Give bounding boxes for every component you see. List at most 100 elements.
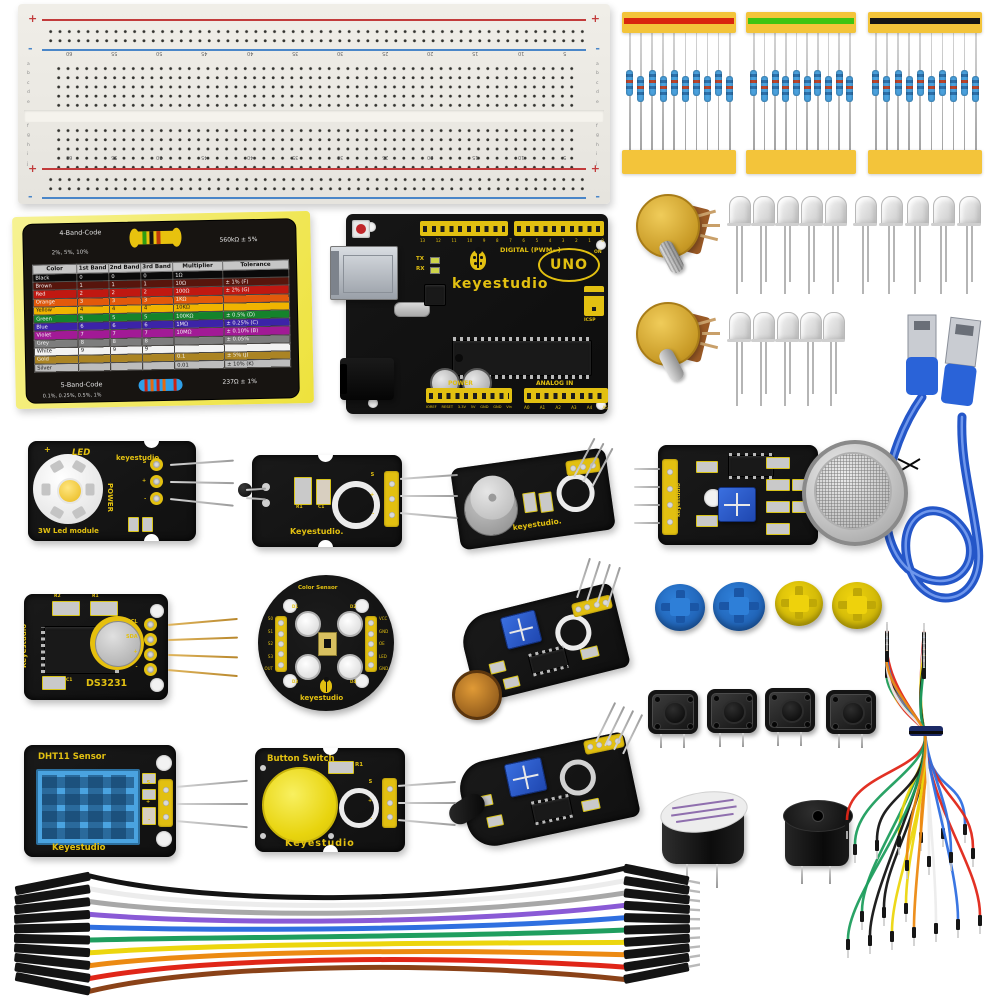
jumper-pin	[972, 859, 974, 867]
header-pin	[634, 468, 660, 470]
tape-bottom	[746, 150, 856, 174]
pin-label: -	[370, 816, 373, 822]
jumper-pin	[920, 843, 922, 851]
button-pin	[660, 734, 662, 748]
bb-rail-holes	[44, 25, 584, 46]
jumper-pin	[846, 831, 848, 839]
resistor	[637, 76, 645, 102]
module-title: Color Sensor	[298, 585, 338, 591]
resistor	[715, 70, 723, 96]
tape-bottom	[868, 150, 982, 174]
resistor-lead	[795, 32, 798, 162]
pad-hole	[386, 800, 393, 806]
header-pin	[167, 669, 238, 678]
digital-pin-label: 2	[575, 238, 578, 243]
color-pin-label: VCC	[379, 616, 388, 621]
button-cap	[775, 581, 823, 627]
pad-hole	[162, 813, 169, 820]
jumper-tip	[905, 860, 909, 871]
header-pin	[175, 779, 248, 788]
led-lead	[862, 226, 864, 294]
resistor-lead	[838, 32, 840, 162]
resistor-code-card: 4-Band-Code 2%, 5%, 10% 560kΩ ± 5% Color…	[22, 218, 300, 404]
cap-hub	[728, 596, 750, 616]
button-corner-dot	[832, 696, 839, 703]
resistor-strip	[622, 12, 736, 174]
chip-die	[324, 639, 331, 648]
vibration-disc	[452, 670, 502, 720]
resistor-band	[162, 378, 166, 392]
bb-minus-sign: -	[595, 42, 600, 55]
resistor-lead	[753, 32, 755, 162]
led-clear	[727, 196, 751, 298]
pad-hole	[368, 651, 374, 658]
power-pin-label: RESET	[441, 405, 454, 409]
button-corner-dot	[713, 695, 720, 702]
jumper-pin	[957, 930, 959, 938]
bb-number: 15	[472, 50, 479, 56]
resistor	[916, 70, 924, 96]
brand-label: Keyestudio.	[290, 527, 344, 536]
led-flange	[775, 339, 799, 342]
led-dome	[753, 312, 775, 342]
led-flange	[727, 339, 751, 342]
button-plunger	[780, 699, 804, 723]
jumper-tip	[949, 852, 953, 863]
resistor-band	[156, 231, 161, 245]
crystal-oscillator	[394, 302, 430, 317]
icsp-pin	[584, 291, 588, 296]
gas-sensor-module: keyestudio	[658, 445, 818, 545]
led-lead	[914, 226, 916, 294]
ring-pad	[150, 458, 163, 471]
chip-pins	[729, 476, 773, 479]
led-dome	[777, 196, 799, 226]
smd-resistor	[488, 660, 507, 675]
pin-label: +	[133, 649, 138, 655]
usb-interface-chip	[424, 284, 446, 306]
jumper-tip	[927, 856, 931, 867]
ring-pad	[144, 648, 157, 661]
header-pin	[398, 802, 456, 804]
dupont-ribbon-cable	[13, 863, 700, 996]
buzzer-pin	[716, 864, 718, 888]
resistor	[961, 70, 969, 96]
screw-dot	[260, 833, 266, 839]
tape-bottom	[622, 150, 736, 174]
ladybug-wing-split	[325, 680, 327, 692]
led-lead	[784, 342, 786, 406]
digital-pin-label: 1	[588, 238, 591, 243]
bb-number: 20	[427, 50, 434, 56]
r1-label: R1	[92, 594, 99, 599]
jumper-pin	[898, 847, 900, 855]
led-flange	[799, 223, 823, 226]
ladybug-spot	[474, 262, 477, 265]
digital-pwm-label: DIGITAL (PWM~)	[500, 246, 561, 254]
led-lead	[888, 226, 890, 294]
mounting-ring	[556, 756, 600, 799]
pin-label: S	[146, 780, 151, 786]
dupont-pin	[689, 898, 700, 903]
pad-hole	[667, 518, 673, 525]
pad-hole	[278, 651, 284, 658]
dupont-connector	[623, 933, 691, 947]
plus-marking: +	[44, 445, 51, 454]
edge-notch	[323, 845, 338, 852]
led-lead	[812, 342, 814, 394]
header-pin	[634, 486, 660, 488]
resistor-r1	[328, 761, 354, 774]
led-lead	[919, 226, 921, 282]
four-band-tolerances: 2%, 5%, 10%	[51, 249, 89, 257]
mounting-hole	[355, 674, 369, 688]
resistor	[692, 70, 700, 96]
chip-pins	[528, 645, 564, 658]
resistor-strip	[746, 12, 856, 174]
pin-label: -	[372, 511, 375, 517]
led-lead	[807, 342, 809, 406]
bb-rail-line-blue	[42, 49, 586, 52]
pad-hole	[278, 640, 284, 647]
header-pin	[400, 495, 458, 497]
